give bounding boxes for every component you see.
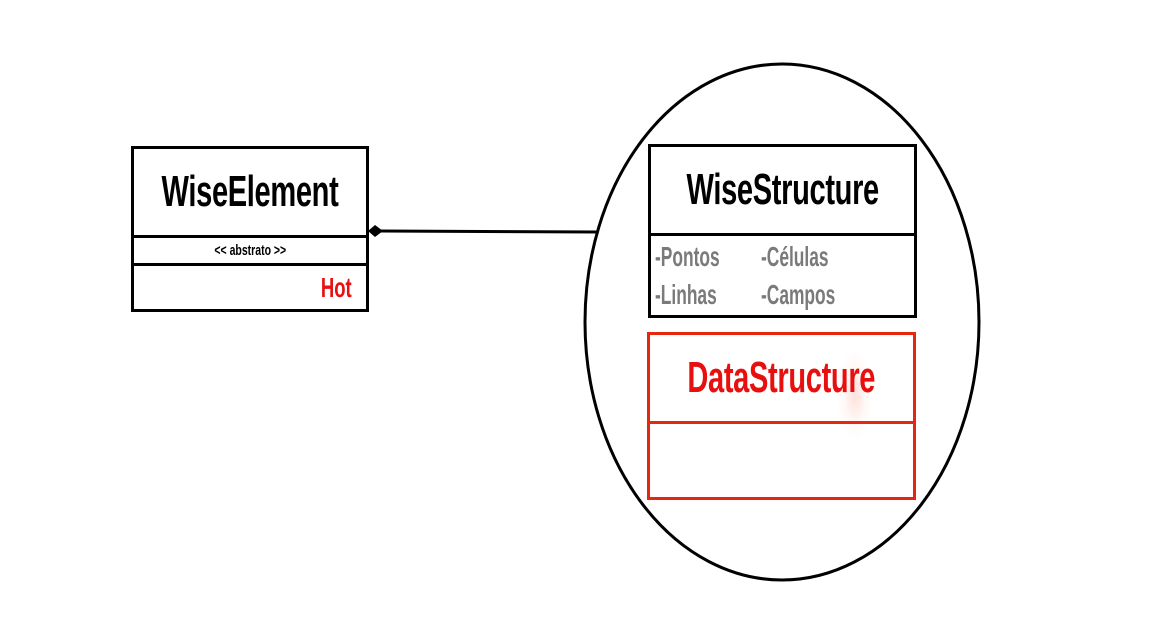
class-box-data-structure[interactable]: DataStructure bbox=[647, 332, 916, 500]
stereotype-compartment: << abstrato >> bbox=[134, 238, 366, 266]
composition-line bbox=[379, 229, 599, 234]
attribute-compartment: Hot bbox=[134, 266, 366, 309]
attribute-item: -Campos bbox=[761, 279, 836, 310]
attribute-item: -Pontos bbox=[655, 241, 720, 272]
attribute-item: -Linhas bbox=[655, 279, 717, 310]
class-attribute: Hot bbox=[321, 271, 352, 303]
class-stereotype: << abstrato >> bbox=[214, 242, 286, 259]
class-name: DataStructure bbox=[687, 353, 876, 402]
class-name-compartment: WiseStructure bbox=[651, 147, 914, 236]
composition-diamond-icon bbox=[368, 225, 383, 237]
attribute-item: -Células bbox=[761, 241, 829, 272]
class-box-wise-element[interactable]: WiseElement << abstrato >> Hot bbox=[131, 146, 369, 312]
class-name: WiseElement bbox=[161, 167, 339, 216]
package-ellipse bbox=[583, 62, 981, 582]
class-name-compartment: WiseElement bbox=[134, 149, 366, 238]
class-name-compartment: DataStructure bbox=[650, 335, 913, 424]
class-name: WiseStructure bbox=[686, 165, 879, 214]
class-box-wise-structure[interactable]: WiseStructure -Pontos -Linhas -Células -… bbox=[648, 144, 917, 318]
